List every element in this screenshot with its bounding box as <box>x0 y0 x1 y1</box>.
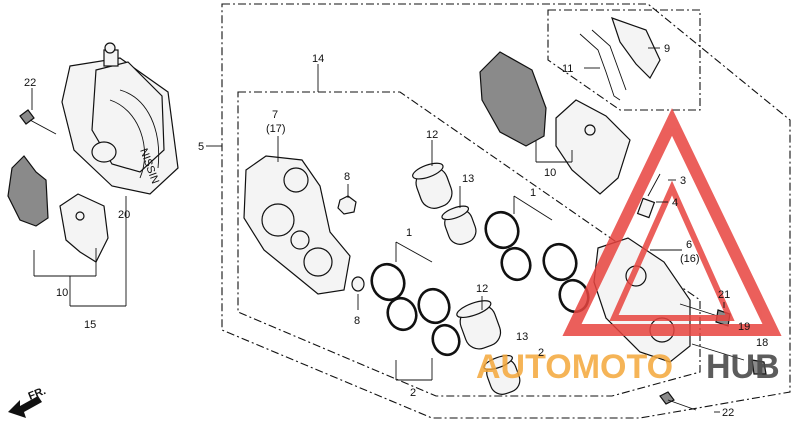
bolt-22-left <box>19 109 57 135</box>
callout-15: 15 <box>84 319 96 331</box>
callout-2-lower: 2 <box>410 387 416 399</box>
caliper-body <box>243 155 351 295</box>
bolt-22-right <box>659 391 697 411</box>
pad-set-frame <box>547 9 701 111</box>
piston-seals <box>370 210 590 357</box>
callout-22-right: 22 <box>722 407 734 419</box>
callout-18: 18 <box>756 337 768 349</box>
callout-7: 7 <box>272 109 278 121</box>
pad-retainer-11 <box>579 29 627 101</box>
callout-3: 3 <box>680 175 686 187</box>
pad-spring-9 <box>611 17 661 79</box>
callout-13-upper: 13 <box>462 173 474 185</box>
assembly-frame-outer <box>221 3 791 419</box>
leader-lines <box>31 47 725 413</box>
callout-labels: 22 20 10 15 5 14 7 (17) 8 8 12 13 1 1 12… <box>24 43 768 419</box>
callout-8-upper: 8 <box>344 171 350 183</box>
bolt-19 <box>691 343 745 361</box>
callout-14: 14 <box>312 53 324 65</box>
caliper-assembly-left: NISSIN <box>61 42 179 195</box>
callout-5: 5 <box>198 141 204 153</box>
pin-3 <box>647 173 661 197</box>
bleeder-cap-8-upper <box>337 195 357 215</box>
callout-12-upper: 12 <box>426 129 438 141</box>
front-direction-indicator: FR. <box>8 385 48 418</box>
callout-20: 20 <box>118 209 130 221</box>
callout-13-lower: 13 <box>516 331 528 343</box>
direction-label: FR. <box>27 385 48 403</box>
callout-8-lower: 8 <box>354 315 360 327</box>
callout-1-left: 1 <box>406 227 412 239</box>
callout-9: 9 <box>664 43 670 55</box>
direction-arrow-icon <box>8 396 42 418</box>
callout-10-left: 10 <box>56 287 68 299</box>
watermark-logo <box>562 108 782 336</box>
watermark-text-automoto: AUTOMOTO <box>476 348 673 386</box>
callout-6-sub: (16) <box>680 253 700 265</box>
callout-11: 11 <box>562 63 573 75</box>
callout-1-right: 1 <box>530 187 536 199</box>
callout-10-right: 10 <box>544 167 556 179</box>
callout-4: 4 <box>672 197 678 209</box>
brake-pads-left <box>7 155 109 263</box>
callout-22-left: 22 <box>24 77 36 89</box>
callout-19: 19 <box>738 321 750 333</box>
callout-7-sub: (17) <box>266 123 286 135</box>
callout-6: 6 <box>686 239 692 251</box>
nut-18 <box>751 359 767 375</box>
callout-12-lower: 12 <box>476 283 488 295</box>
callout-21: 21 <box>718 289 730 301</box>
clip-4 <box>636 197 656 219</box>
watermark-text-hub: HUB <box>706 348 780 386</box>
assembly-frame-inner <box>237 91 701 397</box>
pistons <box>412 162 521 395</box>
brake-pads-right <box>479 51 631 195</box>
callout-2-upper: 2 <box>538 347 544 359</box>
bleeder-cap-8-lower <box>351 276 365 292</box>
